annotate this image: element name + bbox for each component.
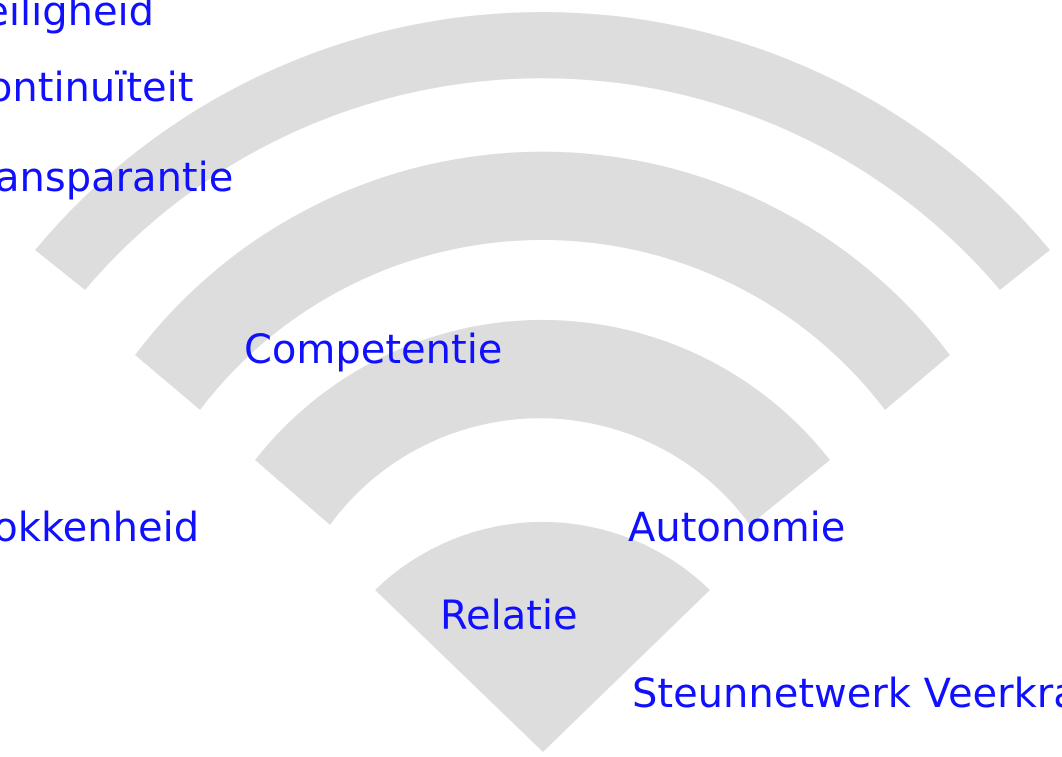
label-transparantie: Transparantie (0, 155, 234, 201)
signal-wave-middle (135, 151, 950, 410)
label-relatie: Relatie (440, 593, 578, 639)
signal-wave-inner (255, 319, 830, 525)
label-competentie: Competentie (244, 327, 503, 373)
label-autonomie: Autonomie (628, 505, 846, 551)
label-betrokkenheid: Betrokkenheid (0, 505, 200, 551)
signal-base-sector (375, 521, 710, 752)
label-continuiteit: Continuïteit (0, 65, 194, 111)
label-steunnetwerk: Steunnetwerk Veerkracht (632, 671, 1062, 717)
label-veiligheid: Veiligheid (0, 0, 155, 35)
signal-wave-outer (35, 11, 1050, 291)
